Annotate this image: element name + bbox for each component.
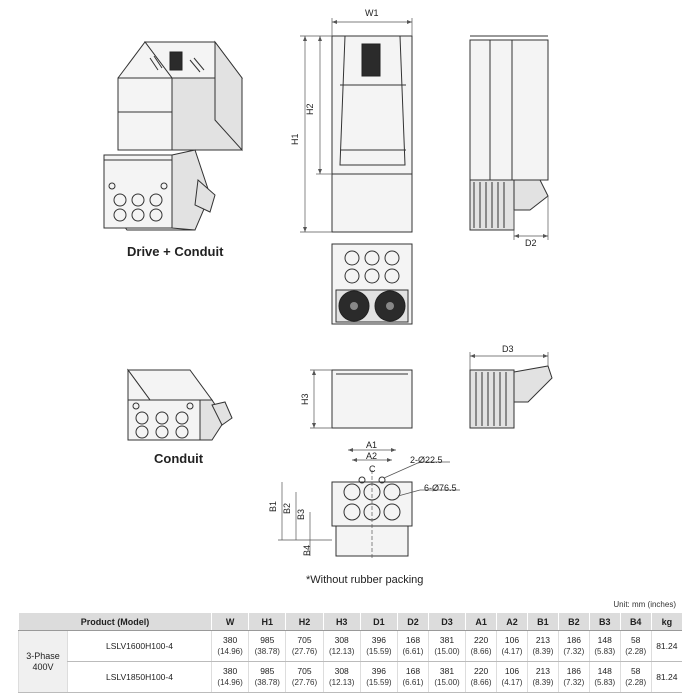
caption-conduit: Conduit bbox=[154, 451, 204, 466]
table-value-cell: 308(12.13) bbox=[322, 661, 361, 693]
dim-label-b3: B3 bbox=[296, 508, 306, 520]
dim-label-h1: H1 bbox=[290, 133, 300, 145]
table-value-cell: 186(7.32) bbox=[557, 661, 590, 693]
conduit-hole-plate bbox=[278, 448, 460, 560]
dim-label-a1: A1 bbox=[366, 440, 378, 450]
note-without-rubber-packing: *Without rubber packing bbox=[306, 574, 424, 586]
table-value-cell: 213(8.39) bbox=[526, 661, 559, 693]
table-value-cell: 396(15.59) bbox=[359, 630, 398, 662]
table-header-cell: B4 bbox=[619, 613, 652, 631]
table-header-cell: B3 bbox=[588, 613, 621, 631]
table-value-cell: 705(27.76) bbox=[285, 661, 324, 693]
side-view bbox=[469, 35, 549, 240]
table-value-cell: 148(5.83) bbox=[588, 630, 621, 662]
table-value-cell: 58(2.28) bbox=[619, 661, 652, 693]
dim-label-b2: B2 bbox=[282, 502, 292, 514]
table-header-cell: D1 bbox=[359, 613, 398, 631]
conduit-front-view bbox=[310, 369, 413, 429]
table-value-cell: 380(14.96) bbox=[210, 661, 249, 693]
isometric-conduit bbox=[127, 368, 233, 441]
dim-label-h3: H3 bbox=[300, 393, 310, 405]
table-header-cell: B1 bbox=[526, 613, 559, 631]
table-header-cell: D2 bbox=[397, 613, 429, 631]
dim-label-hole-small: 2-Ø22.5 bbox=[410, 455, 443, 465]
table-header-cell: H2 bbox=[285, 613, 324, 631]
dim-label-b1: B1 bbox=[268, 500, 278, 512]
caption-drive-conduit: Drive + Conduit bbox=[127, 244, 224, 259]
dim-label-w1: W1 bbox=[365, 8, 379, 18]
table-value-cell: 308(12.13) bbox=[322, 630, 361, 662]
table-value-cell: 985(38.78) bbox=[248, 630, 286, 662]
table-value-cell: 985(38.78) bbox=[248, 661, 286, 693]
table-value-cell: 381(15.00) bbox=[427, 661, 466, 693]
table-value-cell: 58(2.28) bbox=[619, 630, 652, 662]
table-value-cell: 186(7.32) bbox=[557, 630, 590, 662]
table-header-cell: A1 bbox=[465, 613, 497, 631]
conduit-side-view bbox=[469, 352, 553, 429]
table-value-cell: 106(4.17) bbox=[496, 661, 528, 693]
dim-label-h2: H2 bbox=[305, 103, 315, 115]
table-header-cell: A2 bbox=[496, 613, 528, 631]
bottom-view bbox=[331, 243, 413, 325]
dim-label-hole-large: 6-Ø76.5 bbox=[424, 483, 457, 493]
table-value-cell: 396(15.59) bbox=[359, 661, 398, 693]
table-header-cell: Product (Model) bbox=[18, 613, 212, 631]
table-value-cell: 148(5.83) bbox=[588, 661, 621, 693]
dim-label-c: C bbox=[369, 464, 376, 474]
table-value-cell: 106(4.17) bbox=[496, 630, 528, 662]
dim-label-d2: D2 bbox=[525, 238, 537, 248]
table-weight-cell: 81.24 bbox=[650, 661, 682, 693]
table-value-cell: 380(14.96) bbox=[210, 630, 249, 662]
table-value-cell: 220(8.66) bbox=[465, 630, 497, 662]
table-header-cell: B2 bbox=[557, 613, 590, 631]
table-header-cell: D3 bbox=[427, 613, 466, 631]
table-value-cell: 220(8.66) bbox=[465, 661, 497, 693]
isometric-drive-conduit bbox=[103, 40, 243, 231]
table-header-cell: W bbox=[210, 613, 249, 631]
table-value-cell: 705(27.76) bbox=[285, 630, 324, 662]
table-model-cell: LSLV1850H100-4 bbox=[67, 661, 212, 693]
table-model-cell: LSLV1600H100-4 bbox=[67, 630, 212, 662]
table-header-cell: H3 bbox=[322, 613, 361, 631]
unit-note: Unit: mm (inches) bbox=[613, 600, 676, 609]
table-value-cell: 381(15.00) bbox=[427, 630, 466, 662]
table-value-cell: 168(6.61) bbox=[397, 630, 429, 662]
table-value-cell: 168(6.61) bbox=[397, 661, 429, 693]
table-header-cell: H1 bbox=[248, 613, 286, 631]
dim-label-d3: D3 bbox=[502, 344, 514, 354]
table-header-cell: kg bbox=[650, 613, 682, 631]
table-weight-cell: 81.24 bbox=[650, 630, 682, 662]
front-view bbox=[300, 18, 413, 233]
table-value-cell: 213(8.39) bbox=[526, 630, 559, 662]
technical-drawing bbox=[103, 18, 553, 560]
dim-label-a2: A2 bbox=[366, 451, 378, 461]
dim-label-b4: B4 bbox=[302, 544, 312, 556]
